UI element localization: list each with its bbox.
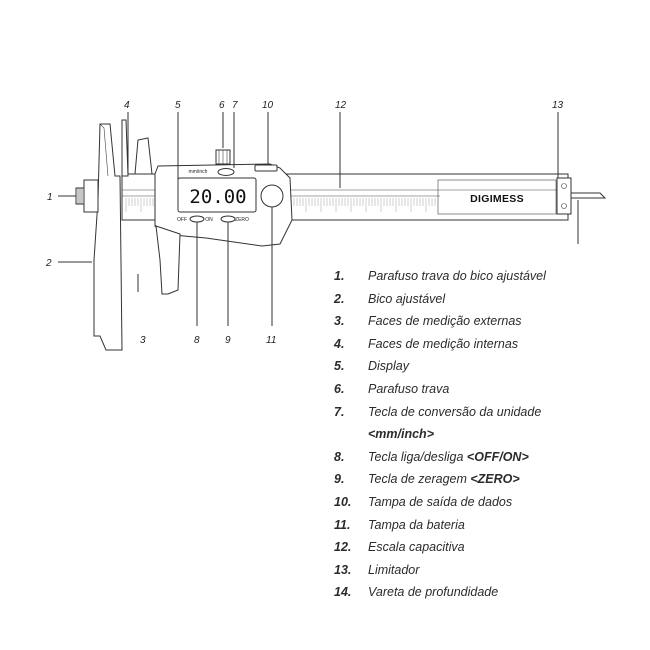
legend-item: 9.Tecla de zeragem <ZERO> xyxy=(334,472,520,487)
jaw-lock-screw xyxy=(75,179,99,213)
limiter xyxy=(556,177,572,215)
parts-legend: 1.Parafuso trava do bico ajustável 2.Bic… xyxy=(334,265,546,604)
callout-3: 3 xyxy=(140,335,146,346)
inside-jaw xyxy=(134,137,153,175)
leader-lines xyxy=(58,112,559,326)
legend-item: 8.Tecla liga/desliga <OFF/ON> xyxy=(334,449,529,464)
callout-7: 7 xyxy=(232,100,238,111)
callout-13: 13 xyxy=(552,100,564,111)
fixed-jaw xyxy=(93,119,129,351)
moving-jaw xyxy=(155,225,181,295)
lock-screw xyxy=(215,149,231,165)
legend-item: 13.Limitador xyxy=(334,562,420,577)
legend-item: 3.Faces de medição externas xyxy=(334,314,522,329)
legend-item: 11.Tampa da bateria xyxy=(334,517,465,532)
legend-item: 4.Faces de medição internas xyxy=(334,336,519,351)
callout-10: 10 xyxy=(262,100,274,111)
legend-item: 12.Escala capacitiva xyxy=(334,540,465,555)
legend-item: 10.Tampa de saída de dados xyxy=(334,494,513,509)
on-label: ON xyxy=(205,217,213,223)
callout-11: 11 xyxy=(266,335,276,346)
callout-12: 12 xyxy=(335,100,347,111)
callout-4: 4 xyxy=(124,100,130,111)
callout-2: 2 xyxy=(45,258,52,269)
display-reading: 20.00 xyxy=(189,186,246,208)
legend-item: 5.Display xyxy=(334,359,409,374)
callout-9: 9 xyxy=(225,335,231,346)
legend-item: 7.Tecla de conversão da unidade<mm/inch> xyxy=(334,404,542,442)
legend-item: 6.Parafuso trava xyxy=(334,381,450,396)
depth-rod xyxy=(571,192,607,244)
callouts: 1 2 3 4 5 6 7 8 9 10 11 12 13 xyxy=(45,100,564,346)
legend-item: 14.Vareta de profundidade xyxy=(334,585,499,600)
callout-5: 5 xyxy=(175,100,181,111)
brand-logo: DIGIMESS xyxy=(470,193,524,205)
unit-button-label: mm/inch xyxy=(189,169,208,175)
callout-8: 8 xyxy=(194,335,200,346)
callout-6: 6 xyxy=(219,100,225,111)
legend-item: 1.Parafuso trava do bico ajustável xyxy=(334,269,546,283)
legend-item: 2.Bico ajustável xyxy=(334,291,446,306)
zero-label: ZERO xyxy=(235,217,249,223)
sliding-head: 20.00 mm/inch OFF ON ZERO xyxy=(154,163,293,247)
callout-1: 1 xyxy=(47,192,53,203)
off-label: OFF xyxy=(177,217,187,223)
